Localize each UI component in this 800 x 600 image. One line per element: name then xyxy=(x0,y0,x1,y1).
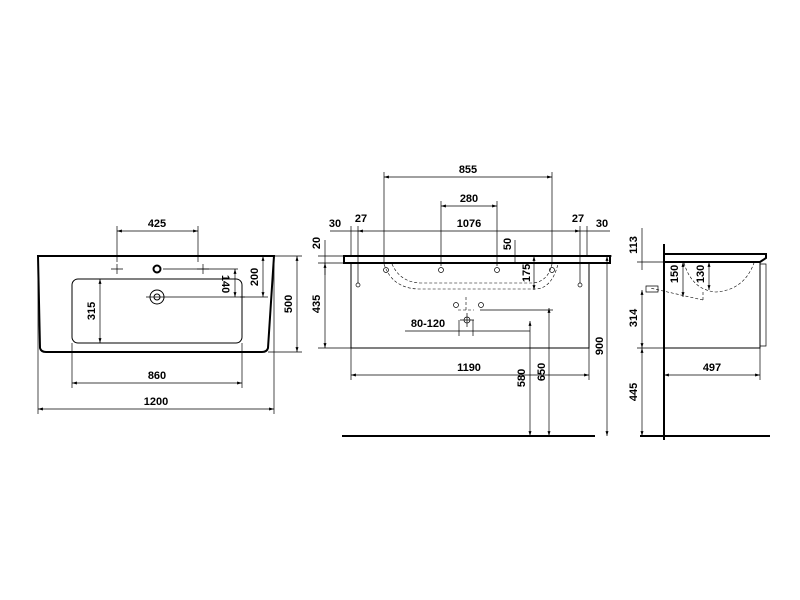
front-view: 855 280 1076 30 27 27 30 20 435 50 175 xyxy=(311,164,612,437)
dim-20: 20 xyxy=(311,237,323,249)
dim-280: 280 xyxy=(460,193,478,205)
dim-113: 113 xyxy=(628,236,640,254)
dim-175: 175 xyxy=(521,264,533,282)
dim-425: 425 xyxy=(148,218,166,230)
side-countertop xyxy=(663,253,767,263)
dim-500: 500 xyxy=(283,295,295,313)
ext-20 xyxy=(318,255,344,264)
ext-860 xyxy=(71,343,243,388)
dim-900: 900 xyxy=(594,337,606,355)
ext-280 xyxy=(440,201,498,266)
countertop xyxy=(343,255,611,264)
dim-right-30: 30 xyxy=(596,218,608,230)
dim-650: 650 xyxy=(536,363,548,381)
side-basin-profile xyxy=(683,262,755,293)
cabinet xyxy=(350,262,590,349)
tap-marks xyxy=(111,264,209,274)
side-door xyxy=(760,263,767,347)
waste-pipe xyxy=(645,285,659,293)
dim-50: 50 xyxy=(502,238,514,250)
dim-150: 150 xyxy=(669,265,681,283)
dim-80-120: 80-120 xyxy=(411,318,445,330)
basin-hidden-profile-inner xyxy=(391,263,553,284)
side-cabinet xyxy=(663,261,761,349)
dim-left-27: 27 xyxy=(355,213,367,225)
dim-right-27: 27 xyxy=(572,213,584,225)
hidden-fixings xyxy=(355,267,583,288)
basin-outline xyxy=(36,255,276,353)
ext-1200 xyxy=(37,256,275,414)
dim-855: 855 xyxy=(459,164,477,176)
dim-435: 435 xyxy=(311,295,323,313)
dim-1200: 1200 xyxy=(144,396,168,408)
dim-580: 580 xyxy=(516,369,528,387)
dim-315: 315 xyxy=(86,302,98,320)
side-drain xyxy=(649,287,704,301)
side-view: 113 150 130 314 497 445 xyxy=(628,228,770,440)
bowl-outline xyxy=(71,278,243,344)
dim-left-30: 30 xyxy=(329,218,341,230)
tap-hole xyxy=(152,264,162,274)
dim-314: 314 xyxy=(628,308,640,327)
dim-860: 860 xyxy=(148,370,166,382)
dim-200: 200 xyxy=(249,268,261,286)
ext-855 xyxy=(383,172,553,262)
basin-hidden-profile xyxy=(383,263,559,290)
dim-1076: 1076 xyxy=(457,218,481,230)
dim-130: 130 xyxy=(695,265,707,283)
dim-1190: 1190 xyxy=(457,362,481,374)
top-view: 425 860 1200 315 140 200 500 xyxy=(36,218,302,414)
waste-connection xyxy=(453,297,484,327)
dim-445: 445 xyxy=(628,383,640,401)
dim-497: 497 xyxy=(703,362,721,374)
dim-140: 140 xyxy=(219,275,231,293)
ext-80-120 xyxy=(458,320,474,336)
ext-1076 xyxy=(357,226,581,283)
